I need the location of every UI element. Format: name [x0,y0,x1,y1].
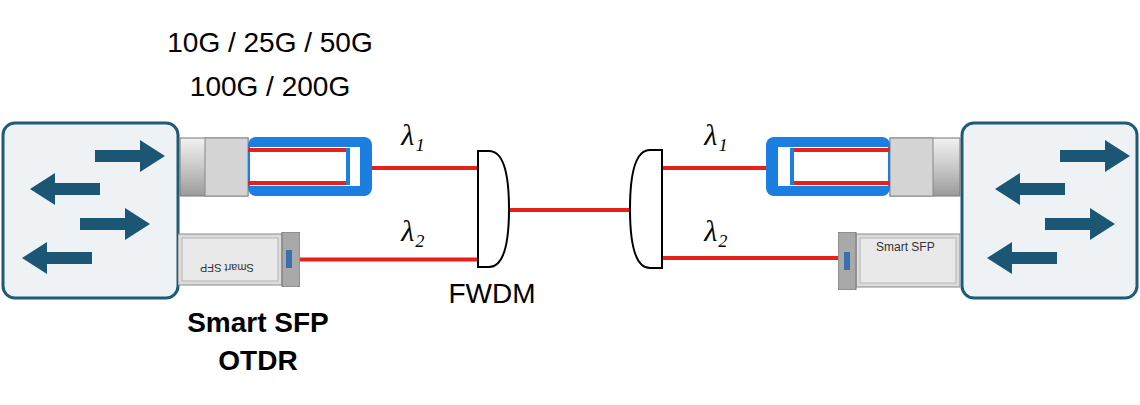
module-title: OTDR [218,346,297,377]
smart-sfp-module: Smart SFP [838,232,960,290]
fwdm-shape [630,150,662,268]
smart-sfp-module: Smart SFP [178,232,300,287]
switch-icon [3,123,178,298]
wavelength-label: λ₂ [704,214,727,247]
fwdm-filter-outline [477,150,511,269]
smart-sfp-module-outline [178,232,300,287]
transceiver [180,137,372,196]
node-text: Smart SFP [200,262,254,274]
switch-icon [962,123,1137,298]
speed-label: 100G / 200G [190,72,350,103]
wavelength-label: λ₁ [704,118,727,151]
fiber [372,168,838,258]
transceiver [766,137,960,196]
node-text: FWDM [448,278,535,310]
wavelength-label: λ₁ [401,118,424,151]
node-text: Smart SFP [876,240,935,254]
fwdm-filter: FWDM [477,150,511,269]
wavelength-label: λ₂ [401,214,424,247]
speed-label: 10G / 25G / 50G [167,28,372,59]
module-title: Smart SFP [187,308,329,339]
fiber-link [300,258,477,262]
